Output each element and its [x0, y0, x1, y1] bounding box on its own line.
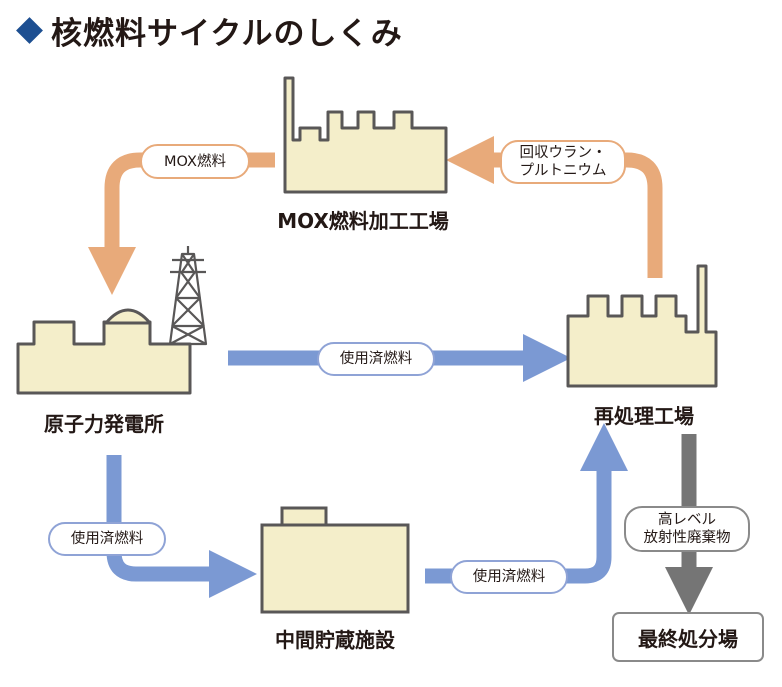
reprocessing-plant-building-icon	[566, 264, 718, 388]
power-tower-icon	[168, 246, 208, 346]
hlw-line1-text: 高レベル	[658, 512, 716, 528]
spent-fuel-left-pill: 使用済燃料	[48, 522, 166, 556]
recovered-line1-text: 回収ウラン・	[519, 145, 607, 161]
mox-fuel-text: MOX燃料	[164, 153, 226, 170]
recovered-uranium-plutonium-pill: 回収ウラン・ プルトニウム	[500, 140, 626, 184]
storage-building-icon	[260, 506, 410, 614]
recovered-line2-text: プルトニウム	[519, 163, 607, 179]
power-plant-building-icon	[16, 308, 192, 395]
power-plant-label: 原子力発電所	[44, 412, 164, 436]
mox-plant-label: MOX燃料加工工場	[277, 209, 449, 233]
spent-fuel-left-text: 使用済燃料	[70, 531, 144, 547]
page-title: 核燃料サイクルのしくみ	[14, 8, 403, 53]
title-text: 核燃料サイクルのしくみ	[51, 16, 403, 52]
final-disposal-label: 最終処分場	[638, 626, 738, 651]
hlw-line2-text: 放射性廃棄物	[643, 530, 731, 546]
arrow-reprocessing-to-mox	[446, 136, 663, 278]
mox-plant-building-icon	[283, 76, 448, 194]
spent-fuel-bottom-text: 使用済燃料	[472, 569, 546, 585]
spent-fuel-bottom-pill: 使用済燃料	[450, 560, 568, 594]
storage-label: 中間貯蔵施設	[275, 628, 395, 652]
spent-fuel-center-pill: 使用済燃料	[317, 342, 435, 376]
arrow-powerplant-to-storage	[106, 455, 257, 598]
high-level-waste-pill: 高レベル 放射性廃棄物	[624, 506, 750, 552]
spent-fuel-center-text: 使用済燃料	[339, 351, 413, 367]
reprocessing-plant-label: 再処理工場	[594, 404, 694, 428]
arrow-storage-to-reprocessing	[425, 423, 628, 584]
mox-fuel-pill: MOX燃料	[140, 144, 250, 179]
final-disposal-box: 最終処分場	[612, 612, 764, 662]
arrow-mox-to-powerplant	[88, 152, 275, 295]
